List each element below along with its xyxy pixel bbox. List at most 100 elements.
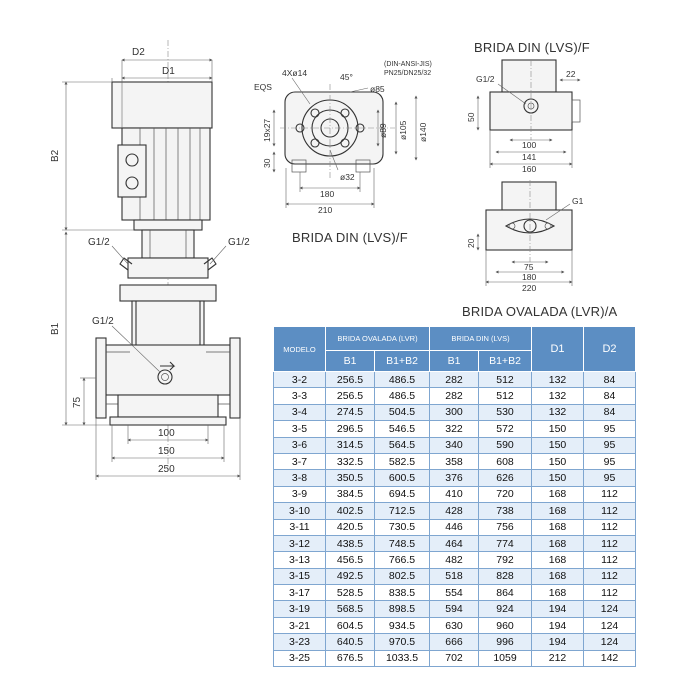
cell-model: 3-15 <box>273 567 326 586</box>
pump-base <box>105 344 231 396</box>
cell-oval-b1: 256.5 <box>325 370 375 389</box>
label-oval-220: 220 <box>522 283 536 293</box>
title-oval-flange: BRIDA OVALADA (LVR)/A <box>462 304 618 319</box>
cell-d1: 168 <box>531 567 585 586</box>
cell-oval-b1: 420.5 <box>325 518 375 536</box>
cell-model: 3-6 <box>273 436 326 454</box>
label-19x27: 19x27 <box>262 119 272 142</box>
motor-top-cover <box>111 81 213 129</box>
cell-d2: 112 <box>583 534 637 553</box>
motor-flange <box>133 219 203 231</box>
cell-oval-b1b2: 546.5 <box>373 420 431 438</box>
cell-din-b1: 518 <box>429 567 480 586</box>
label-210: 210 <box>318 205 332 215</box>
inlet-flange <box>95 337 107 419</box>
din-flange-top-view: 4Xø14 EQS 45° (DIN-ANSI-JIS) PN25/DN25/3… <box>254 61 432 245</box>
cell-oval-b1: 604.5 <box>325 616 375 635</box>
cell-oval-b1b2: 582.5 <box>373 452 431 471</box>
cell-oval-b1: 438.5 <box>325 534 375 553</box>
cell-oval-b1b2: 934.5 <box>373 616 431 635</box>
cell-din-b1b2: 864 <box>478 584 533 602</box>
cell-d1: 168 <box>531 502 585 520</box>
coupling-guard <box>141 229 195 259</box>
cell-d1: 132 <box>531 370 585 389</box>
cell-oval-b1b2: 970.5 <box>373 633 431 651</box>
cell-oval-b1: 640.5 <box>325 633 375 651</box>
cell-d2: 112 <box>583 567 637 586</box>
cell-din-b1: 464 <box>429 534 480 553</box>
cell-model: 3-17 <box>273 584 326 602</box>
cell-oval-b1b2: 1033.5 <box>373 649 431 668</box>
cell-din-b1: 446 <box>429 518 480 536</box>
label-standard-2: PN25/DN25/32 <box>384 70 431 77</box>
cell-din-b1b2: 828 <box>478 567 533 586</box>
label-din-g: G1/2 <box>476 74 495 84</box>
cell-din-b1: 282 <box>429 387 480 405</box>
cell-oval-b1: 350.5 <box>325 469 375 487</box>
cell-oval-b1: 256.5 <box>325 387 375 405</box>
cell-d1: 132 <box>531 387 585 405</box>
label-g-left: G1/2 <box>88 237 110 248</box>
din-flange-side-view: BRIDA DIN (LVS)/F G1/2 22 50 100 141 160 <box>466 40 590 174</box>
cell-oval-b1: 528.5 <box>325 584 375 602</box>
cell-din-b1: 666 <box>429 633 480 651</box>
cell-oval-b1: 296.5 <box>325 420 375 438</box>
cell-d1: 168 <box>531 534 585 553</box>
cell-d2: 112 <box>583 551 637 569</box>
cell-oval-b1b2: 712.5 <box>373 502 431 520</box>
cell-oval-b1b2: 730.5 <box>373 518 431 536</box>
label-oval-g: G1 <box>572 196 584 206</box>
cell-din-b1: 282 <box>429 370 480 389</box>
cell-oval-b1b2: 766.5 <box>373 551 431 569</box>
cell-d1: 168 <box>531 584 585 602</box>
header-d2: D2 <box>583 326 637 372</box>
cell-din-b1b2: 512 <box>478 370 533 389</box>
label-standard-1: (DIN-ANSI-JIS) <box>384 61 432 68</box>
cell-din-b1b2: 608 <box>478 452 533 471</box>
label-dim-150: 150 <box>158 446 175 457</box>
cell-oval-b1: 676.5 <box>325 649 375 668</box>
cell-din-b1: 702 <box>429 649 480 668</box>
cell-oval-b1: 402.5 <box>325 502 375 520</box>
cell-oval-b1b2: 838.5 <box>373 584 431 602</box>
cell-oval-b1: 384.5 <box>325 485 375 504</box>
cell-din-b1: 594 <box>429 600 480 618</box>
cell-din-b1b2: 530 <box>478 403 533 422</box>
cell-din-b1: 428 <box>429 502 480 520</box>
label-d85: ø85 <box>370 84 385 94</box>
cell-d2: 124 <box>583 616 637 635</box>
header-d1: D1 <box>531 326 585 372</box>
label-oval-20: 20 <box>466 238 476 248</box>
drain-plug-right <box>203 257 217 271</box>
cell-d1: 168 <box>531 518 585 536</box>
label-eqs: EQS <box>254 82 272 92</box>
cell-model: 3-7 <box>273 452 326 471</box>
oval-flange-view: G1 20 75 180 220 BRIDA OVALADA (LVR)/A <box>462 180 618 319</box>
cell-oval-b1b2: 486.5 <box>373 387 431 405</box>
cell-model: 3-5 <box>273 420 326 438</box>
cell-d1: 212 <box>531 649 585 668</box>
cell-din-b1: 376 <box>429 469 480 487</box>
label-din-22: 22 <box>566 69 576 79</box>
cell-d1: 168 <box>531 551 585 569</box>
cell-din-b1b2: 738 <box>478 502 533 520</box>
label-din-50: 50 <box>466 112 476 122</box>
cell-d2: 112 <box>583 502 637 520</box>
cell-d1: 194 <box>531 600 585 618</box>
label-b1: B1 <box>50 322 61 335</box>
header-din-b1: B1 <box>429 350 480 372</box>
cell-model: 3-3 <box>273 387 326 405</box>
